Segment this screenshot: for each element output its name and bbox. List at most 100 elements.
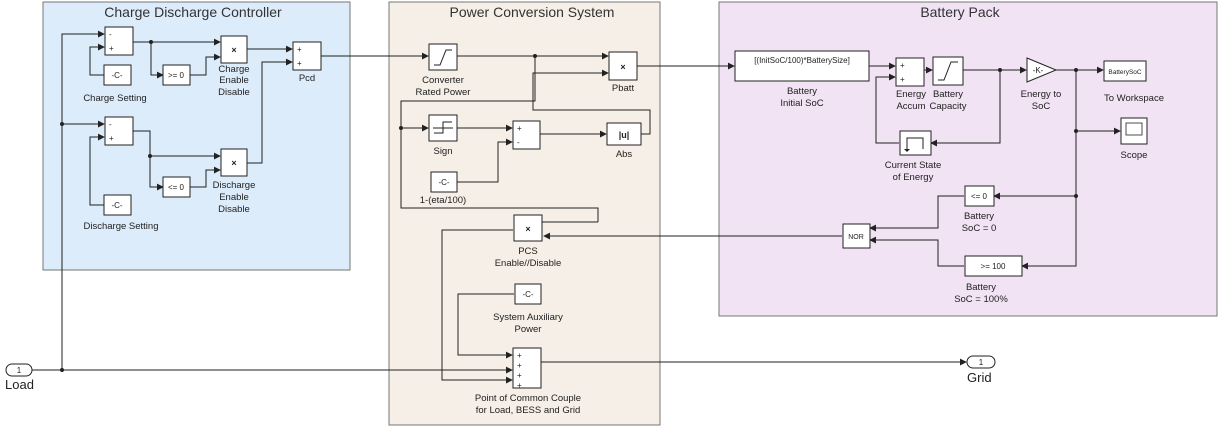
charge-setting-block[interactable]: -C- Charge Setting bbox=[83, 64, 147, 104]
nor-block[interactable]: NOR bbox=[842, 223, 871, 249]
svg-text:SoC = 100%: SoC = 100% bbox=[954, 294, 1008, 305]
svg-text:+: + bbox=[900, 75, 905, 84]
svg-text:Enable: Enable bbox=[219, 75, 249, 86]
charge-setting-const: -C- bbox=[111, 71, 122, 80]
battery-soc-full-block[interactable]: >= 100 Battery SoC = 100% bbox=[954, 255, 1023, 305]
svg-text:+: + bbox=[517, 371, 522, 380]
svg-text:Converter: Converter bbox=[422, 75, 464, 86]
svg-text:+: + bbox=[297, 45, 302, 54]
to-workspace-block[interactable]: BatterySoC To Workspace bbox=[1103, 60, 1164, 104]
svg-text:Power: Power bbox=[515, 324, 542, 335]
svg-text:SoC: SoC bbox=[1032, 101, 1051, 112]
svg-text:Pcd: Pcd bbox=[299, 73, 315, 84]
grid-label: Grid bbox=[967, 370, 992, 385]
svg-text:Point of Common Couple: Point of Common Couple bbox=[475, 393, 581, 404]
svg-text:Energy to: Energy to bbox=[1021, 89, 1062, 100]
svg-text:+: + bbox=[517, 124, 522, 133]
svg-text:1: 1 bbox=[979, 358, 984, 367]
svg-text:×: × bbox=[231, 158, 236, 168]
svg-text:+: + bbox=[517, 351, 522, 360]
energy-to-soc-gain-block[interactable]: -K- Energy to SoC bbox=[1021, 57, 1062, 112]
charge-sum-block[interactable]: -+ bbox=[104, 26, 134, 56]
svg-text:Enable//Disable: Enable//Disable bbox=[495, 258, 562, 269]
pcc-sum-block[interactable]: ++ ++ Point of Common Couple for Load, B… bbox=[475, 347, 581, 416]
current-state-energy-block[interactable]: Current State of Energy bbox=[885, 130, 942, 183]
charge-enable-product-block[interactable]: × Charge Enable Disable bbox=[218, 35, 250, 98]
discharge-sum-block[interactable]: -+ bbox=[104, 116, 134, 146]
discharge-setting-block[interactable]: -C- Discharge Setting bbox=[84, 194, 159, 232]
converter-saturation-block[interactable]: Converter Rated Power bbox=[416, 43, 471, 98]
junction-dots bbox=[60, 40, 1078, 372]
svg-text:NOR: NOR bbox=[848, 234, 864, 241]
svg-text:Pbatt: Pbatt bbox=[612, 83, 635, 94]
svg-text:-: - bbox=[517, 138, 520, 147]
charge-discharge-controller-title: Charge Discharge Controller bbox=[104, 4, 282, 20]
svg-text:Current State: Current State bbox=[885, 160, 942, 171]
svg-text:BatterySoC: BatterySoC bbox=[1108, 69, 1142, 76]
svg-text:<= 0: <= 0 bbox=[971, 192, 988, 201]
svg-text:|u|: |u| bbox=[619, 130, 630, 140]
svg-text:>= 100: >= 100 bbox=[981, 262, 1006, 271]
svg-text:<= 0: <= 0 bbox=[168, 183, 185, 192]
svg-text:Scope: Scope bbox=[1121, 150, 1148, 161]
svg-text:-C-: -C- bbox=[522, 290, 533, 299]
discharge-compare-block[interactable]: <= 0 bbox=[162, 176, 191, 198]
charge-setting-label: Charge Setting bbox=[83, 93, 146, 104]
svg-text:-K-: -K- bbox=[1033, 66, 1044, 75]
svg-text:+: + bbox=[517, 381, 522, 390]
svg-text:1: 1 bbox=[17, 366, 22, 375]
svg-text:Battery: Battery bbox=[966, 282, 996, 293]
pbatt-product-block[interactable]: × Pbatt bbox=[608, 51, 638, 94]
svg-text:for Load, BESS and Grid: for Load, BESS and Grid bbox=[476, 405, 581, 416]
svg-text:Enable: Enable bbox=[219, 192, 249, 203]
svg-text:+: + bbox=[109, 134, 114, 143]
battery-pack-title: Battery Pack bbox=[920, 4, 1000, 20]
battery-capacity-block[interactable]: Battery Capacity bbox=[930, 56, 967, 112]
svg-text:Accum: Accum bbox=[896, 101, 925, 112]
eta-constant-block[interactable]: -C- 1-(eta/100) bbox=[420, 171, 466, 206]
pcs-enable-product-block[interactable]: × PCS Enable//Disable bbox=[495, 214, 562, 269]
svg-text:×: × bbox=[231, 45, 236, 55]
load-inport[interactable]: 1 Load bbox=[5, 363, 34, 392]
svg-text:Capacity: Capacity bbox=[930, 101, 967, 112]
discharge-setting-label: Discharge Setting bbox=[84, 221, 159, 232]
battery-initial-soc-block[interactable]: [(InitSoC/100)*BatterySize] Battery Init… bbox=[734, 50, 870, 109]
svg-text:-: - bbox=[109, 120, 112, 129]
svg-text:Energy: Energy bbox=[896, 89, 926, 100]
battery-soc-zero-block[interactable]: <= 0 Battery SoC = 0 bbox=[962, 185, 997, 234]
svg-text:Initial SoC: Initial SoC bbox=[780, 98, 823, 109]
svg-text:1-(eta/100): 1-(eta/100) bbox=[420, 195, 466, 206]
efficiency-sum-block[interactable]: +- bbox=[512, 120, 541, 150]
svg-text:To Workspace: To Workspace bbox=[1104, 93, 1164, 104]
svg-text:×: × bbox=[620, 62, 625, 72]
svg-text:[(InitSoC/100)*BatterySize]: [(InitSoC/100)*BatterySize] bbox=[754, 56, 850, 65]
svg-text:Sign: Sign bbox=[433, 146, 452, 157]
power-conversion-system-title: Power Conversion System bbox=[450, 4, 615, 20]
svg-text:Charge: Charge bbox=[218, 64, 249, 75]
energy-accum-block[interactable]: + + Energy Accum bbox=[895, 57, 926, 112]
grid-outport[interactable]: 1 Grid bbox=[966, 355, 996, 385]
svg-text:Discharge: Discharge bbox=[213, 180, 256, 191]
discharge-enable-product-block[interactable]: × Discharge Enable Disable bbox=[213, 148, 256, 215]
svg-text:+: + bbox=[297, 59, 302, 68]
svg-text:Rated Power: Rated Power bbox=[416, 87, 471, 98]
svg-text:>= 0: >= 0 bbox=[168, 71, 185, 80]
svg-text:×: × bbox=[525, 224, 530, 234]
scope-block[interactable]: Scope bbox=[1120, 117, 1148, 161]
aux-power-constant-block[interactable]: -C- System Auxiliary Power bbox=[493, 283, 563, 335]
svg-text:of Energy: of Energy bbox=[893, 172, 934, 183]
svg-text:Battery: Battery bbox=[933, 89, 963, 100]
svg-text:Disable: Disable bbox=[218, 87, 250, 98]
pcd-sum-block[interactable]: + + Pcd bbox=[292, 41, 322, 84]
signal-wires bbox=[32, 30, 1121, 384]
svg-text:-C-: -C- bbox=[438, 178, 449, 187]
svg-text:SoC = 0: SoC = 0 bbox=[962, 223, 997, 234]
svg-text:Battery: Battery bbox=[787, 86, 817, 97]
svg-text:PCS: PCS bbox=[518, 246, 538, 257]
abs-block[interactable]: |u| Abs bbox=[606, 122, 642, 160]
svg-text:-: - bbox=[109, 30, 112, 39]
sign-block[interactable]: Sign bbox=[428, 114, 458, 157]
svg-text:+: + bbox=[900, 61, 905, 70]
charge-compare-block[interactable]: >= 0 bbox=[162, 64, 191, 86]
